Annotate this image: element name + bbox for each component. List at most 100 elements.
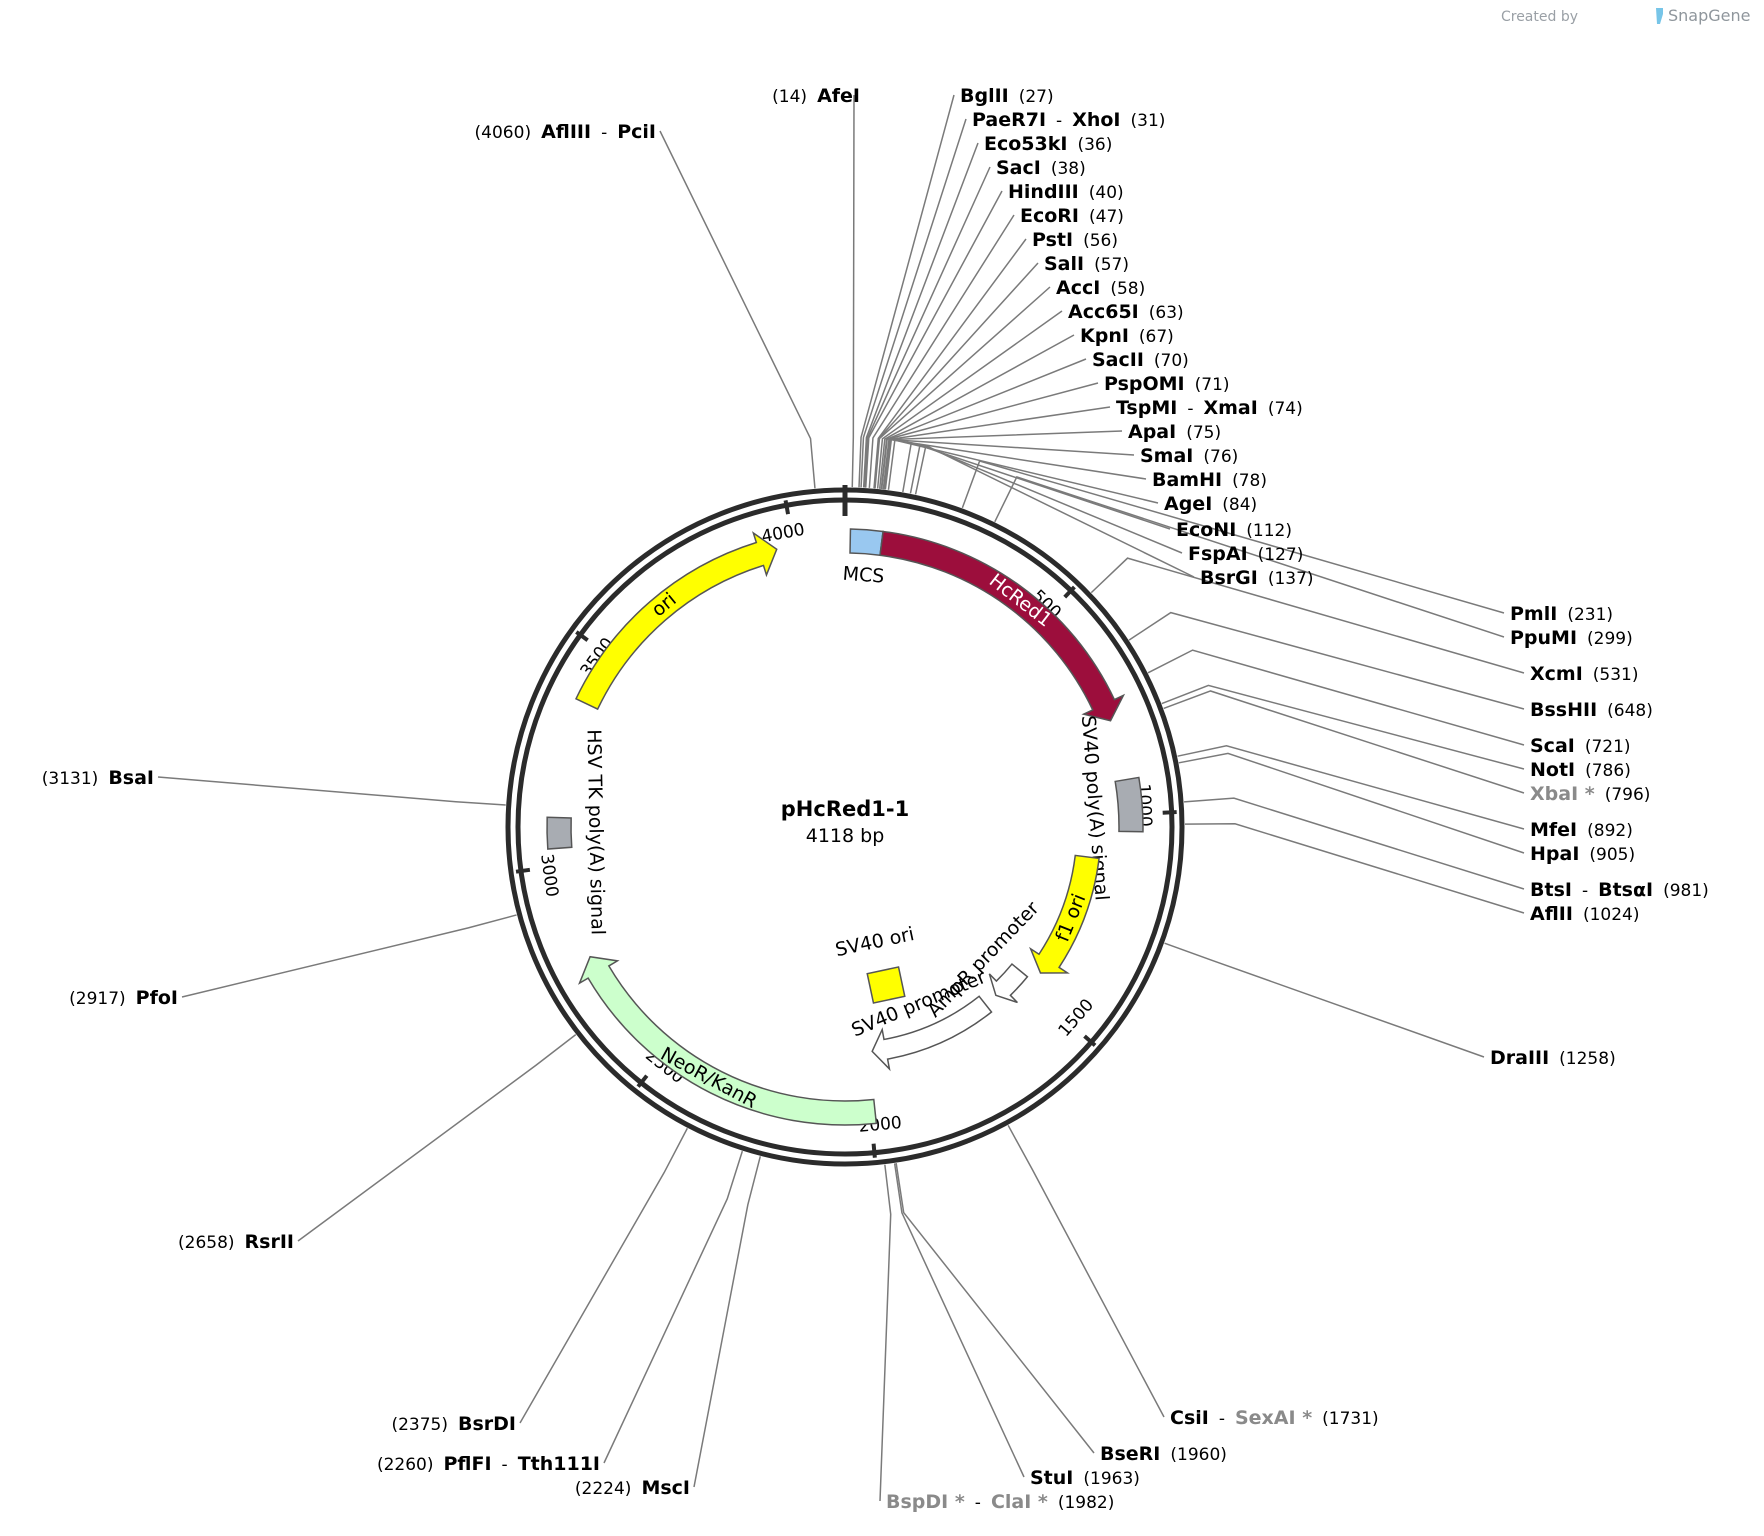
site-position: (1258) xyxy=(1559,1049,1616,1069)
site-position: (4060) xyxy=(475,123,532,143)
leader-line-bamhi xyxy=(884,438,1147,490)
site-position: (57) xyxy=(1094,255,1129,275)
feature-sv40-ori: SV40 ori xyxy=(833,923,916,1004)
site-label-paer7i-xhoi: PaeR7I-XhoI(31) xyxy=(972,109,1165,131)
tick-mark-1000 xyxy=(1162,810,1177,815)
feature-neor-kanr: NeoR/KanR xyxy=(578,955,878,1126)
site-label-bsai: (3131) BsaI xyxy=(42,767,154,789)
enzyme-name: StuI xyxy=(1030,1467,1073,1489)
leader-line-noti xyxy=(1161,684,1525,770)
site-label-saci: SacI(38) xyxy=(996,157,1086,179)
site-bspdi-clai: BspDI *-ClaI *(1982) xyxy=(886,1491,1114,1513)
feature-label-sv40-ori: SV40 ori xyxy=(833,923,916,961)
site-label-bsshii: BssHII(648) xyxy=(1530,699,1653,721)
site-label-hpai: HpaI(905) xyxy=(1530,843,1635,865)
site-position: (31) xyxy=(1131,111,1166,131)
site-label-eco53ki: Eco53kI(36) xyxy=(984,133,1112,155)
enzyme-name: BsrDI xyxy=(458,1413,516,1435)
enzyme-name: ClaI * xyxy=(991,1491,1048,1513)
feature-mcs: MCS xyxy=(842,528,885,588)
site-position: (721) xyxy=(1585,737,1631,757)
leader-line-bsrdi xyxy=(519,1127,689,1424)
feature-shape-mcs xyxy=(849,528,884,557)
site-bsrgi: BsrGI(137) xyxy=(1200,567,1314,589)
site-label-bglii: BglII(27) xyxy=(960,85,1054,107)
site-saci: SacI(38) xyxy=(996,157,1086,179)
site-scai: ScaI(721) xyxy=(1530,735,1631,757)
site-label-pspomi: PspOMI(71) xyxy=(1104,373,1230,395)
site-position: (786) xyxy=(1585,761,1631,781)
site-position: (76) xyxy=(1203,447,1238,467)
site-pflfi-tth111i: (2260)PflFI-Tth111I xyxy=(377,1453,600,1475)
leader-line-agei xyxy=(887,439,1159,504)
tick-mark-4000 xyxy=(783,500,791,515)
site-position: (58) xyxy=(1110,279,1145,299)
site-bglii: BglII(27) xyxy=(960,85,1054,107)
site-label-bsrgi: BsrGI(137) xyxy=(1200,567,1314,589)
site-label-mfei: MfeI(892) xyxy=(1530,819,1633,841)
enzyme-name: BsaI xyxy=(108,767,154,789)
site-label-agei: AgeI(84) xyxy=(1164,493,1257,515)
site-tspmi-xmai: TspMI-XmaI(74) xyxy=(1116,397,1303,419)
site-paer7i-xhoi: PaeR7I-XhoI(31) xyxy=(972,109,1165,131)
leader-line-econi xyxy=(902,441,1171,530)
plasmid-name: pHcRed1-1 xyxy=(781,797,909,821)
enzyme-name: SmaI xyxy=(1140,445,1193,467)
enzyme-name: PpuMI xyxy=(1510,627,1577,649)
leader-line-paer7i-xhoi xyxy=(860,118,967,488)
leader-line-hindiii xyxy=(864,190,1003,488)
site-fspai: FspAI(127) xyxy=(1188,543,1303,565)
site-acci: AccI(58) xyxy=(1056,277,1145,299)
site-sacii: SacII(70) xyxy=(1092,349,1189,371)
feature-shape-neor-kanr xyxy=(578,955,878,1126)
site-position: (137) xyxy=(1268,569,1314,589)
enzyme-name: PfoI xyxy=(136,987,178,1009)
site-label-hindiii: HindIII(40) xyxy=(1008,181,1124,203)
enzyme-name: PstI xyxy=(1032,229,1073,251)
leader-line-rsrii xyxy=(297,1034,577,1242)
enzyme-name: Eco53kI xyxy=(984,133,1067,155)
enzyme-name: BamHI xyxy=(1152,469,1222,491)
site-position: (67) xyxy=(1139,327,1174,347)
site-apai: ApaI(75) xyxy=(1128,421,1221,443)
site-label-pflfi-tth111i: (2260)PflFI-Tth111I xyxy=(377,1453,600,1475)
site-agei: AgeI(84) xyxy=(1164,493,1257,515)
site-position: (231) xyxy=(1567,605,1613,625)
site-position: (3131) xyxy=(42,769,99,789)
leader-line-hpai xyxy=(1178,752,1525,854)
site-position: (2260) xyxy=(377,1455,434,1475)
tick-label-3000: 3000 xyxy=(536,853,562,899)
site-label-scai: ScaI(721) xyxy=(1530,735,1631,757)
enzyme-name: PaeR7I xyxy=(972,109,1046,131)
site-draiii: DraIII(1258) xyxy=(1490,1047,1616,1069)
feature-label-hsv-tk-poly-a-signal: HSV TK poly(A) signal xyxy=(582,729,608,935)
site-label-fspai: FspAI(127) xyxy=(1188,543,1303,565)
site-label-sacii: SacII(70) xyxy=(1092,349,1189,371)
enzyme-name: PciI xyxy=(617,121,656,143)
site-label-stui: StuI(1963) xyxy=(1030,1467,1140,1489)
site-label-psti: PstI (56) xyxy=(1032,229,1118,251)
site-label-draiii: DraIII(1258) xyxy=(1490,1047,1616,1069)
site-bseri: BseRI(1960) xyxy=(1100,1443,1227,1465)
leader-line-kpni xyxy=(878,334,1075,489)
site-position: (84) xyxy=(1222,495,1257,515)
enzyme-name: EcoNI xyxy=(1176,519,1236,541)
site-btsi-bts-i: BtsI-BtsαI(981) xyxy=(1530,879,1709,901)
site-xbai: XbaI *(796) xyxy=(1530,783,1650,805)
site-position: (71) xyxy=(1195,375,1230,395)
site-kpni: KpnI (67) xyxy=(1080,325,1174,347)
leader-line-saci xyxy=(863,166,991,488)
leader-line-pmli xyxy=(961,460,1505,614)
site-msci: (2224)MscI xyxy=(575,1477,690,1499)
enzyme-name: KpnI xyxy=(1080,325,1129,347)
leader-line-afei xyxy=(851,94,855,488)
site-position: (27) xyxy=(1019,87,1054,107)
enzyme-name: FspAI xyxy=(1188,543,1248,565)
site-position: (56) xyxy=(1083,231,1118,251)
site-position: (796) xyxy=(1605,785,1651,805)
site-position: (38) xyxy=(1051,159,1086,179)
site-label-btsi-bts-i: BtsI-BtsαI(981) xyxy=(1530,879,1709,901)
leader-line-bseri xyxy=(895,1163,1095,1454)
site-label-econi: EcoNI(112) xyxy=(1176,519,1292,541)
